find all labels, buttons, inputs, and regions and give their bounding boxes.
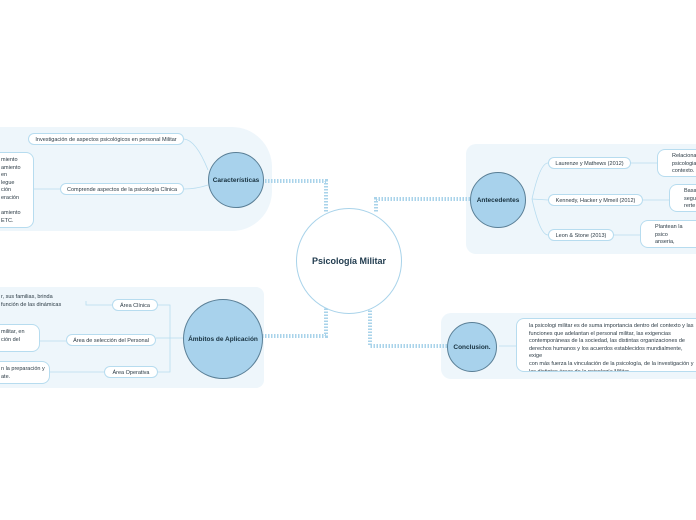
caracteristicas-detail: miento amiento en legue ción eración ami… (0, 152, 34, 228)
antecedentes-detail-3: Plantean la psico anseria, selecció en e… (640, 220, 696, 248)
antecedentes-item-2[interactable]: Kennedy, Hacker y Mmeil (2012) (548, 194, 643, 206)
ambitos-label: Ámbitos de Aplicación (188, 335, 258, 343)
conclusion-text: la psicologi militar es de suma importan… (516, 318, 696, 372)
antecedentes-detail-1: Relaciona psicologia contexto. (657, 149, 696, 177)
conclusion-label: Conclusion. (453, 343, 491, 351)
ambitos-node[interactable]: Ámbitos de Aplicación (183, 299, 263, 379)
antecedentes-node[interactable]: Antecedentes (470, 172, 526, 228)
caracteristicas-node[interactable]: Características (208, 152, 264, 208)
ambitos-detail-seleccion: militar, en ción del (0, 324, 40, 352)
ambitos-detail-operativa: n la preparación y ate. (0, 361, 50, 384)
ambitos-item-clinica[interactable]: Área Clínica (112, 299, 158, 311)
antecedentes-detail-2: Basa segu rerte (669, 184, 696, 212)
ambitos-item-seleccion[interactable]: Área de selección del Personal (66, 334, 156, 346)
antecedentes-label: Antecedentes (476, 196, 520, 204)
ambitos-item-operativa[interactable]: Área Operativa (104, 366, 158, 378)
caracteristicas-item-1[interactable]: Investigación de aspectos psicológicos e… (28, 133, 184, 145)
antecedentes-item-3[interactable]: Leon & Stone (2013) (548, 229, 614, 241)
central-node[interactable]: Psicología Militar (296, 208, 402, 314)
caracteristicas-label: Características (212, 176, 260, 184)
central-node-label: Psicología Militar (311, 256, 387, 266)
conclusion-node[interactable]: Conclusion. (447, 322, 497, 372)
caracteristicas-item-2[interactable]: Comprende aspectos de la psicología Clin… (60, 183, 184, 195)
ambitos-detail-clinica: r, sus familias, brinda función de las d… (1, 294, 62, 308)
antecedentes-item-1[interactable]: Laurenze y Mathews (2012) (548, 157, 631, 169)
